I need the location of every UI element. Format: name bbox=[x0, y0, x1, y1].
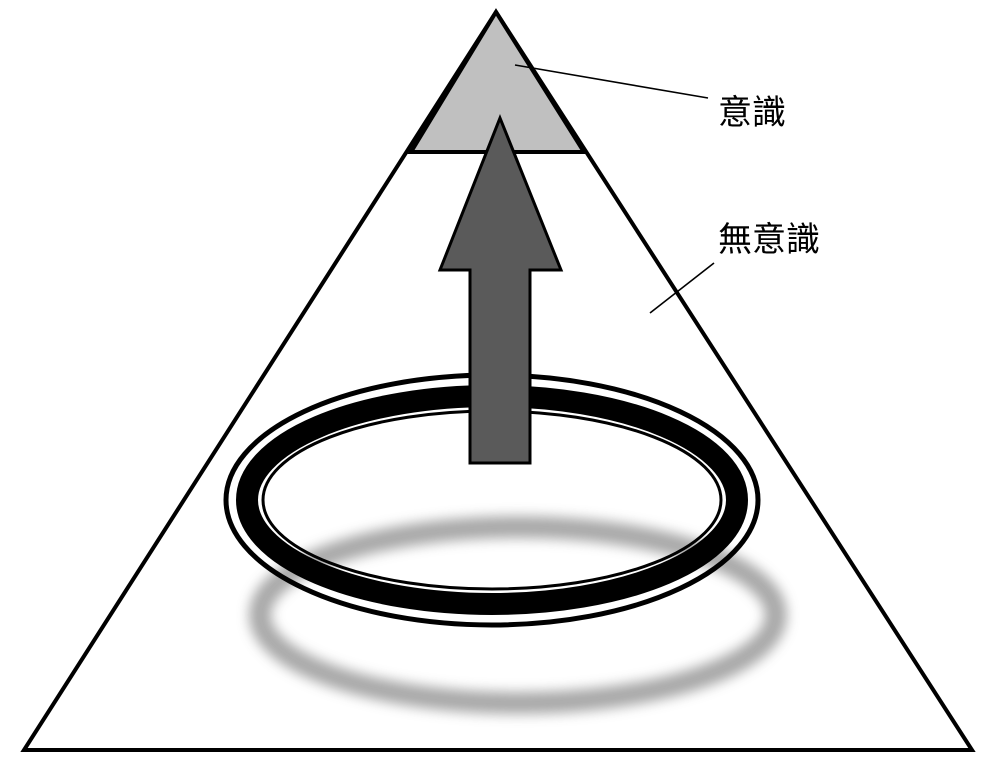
unconscious-leader-line bbox=[649, 262, 715, 314]
unconscious-label: 無意識 bbox=[718, 220, 820, 260]
upward-arrow bbox=[437, 113, 564, 465]
shadow-ring bbox=[249, 516, 787, 714]
conscious-label: 意識 bbox=[718, 93, 786, 133]
conscious-leader-line bbox=[514, 64, 709, 99]
